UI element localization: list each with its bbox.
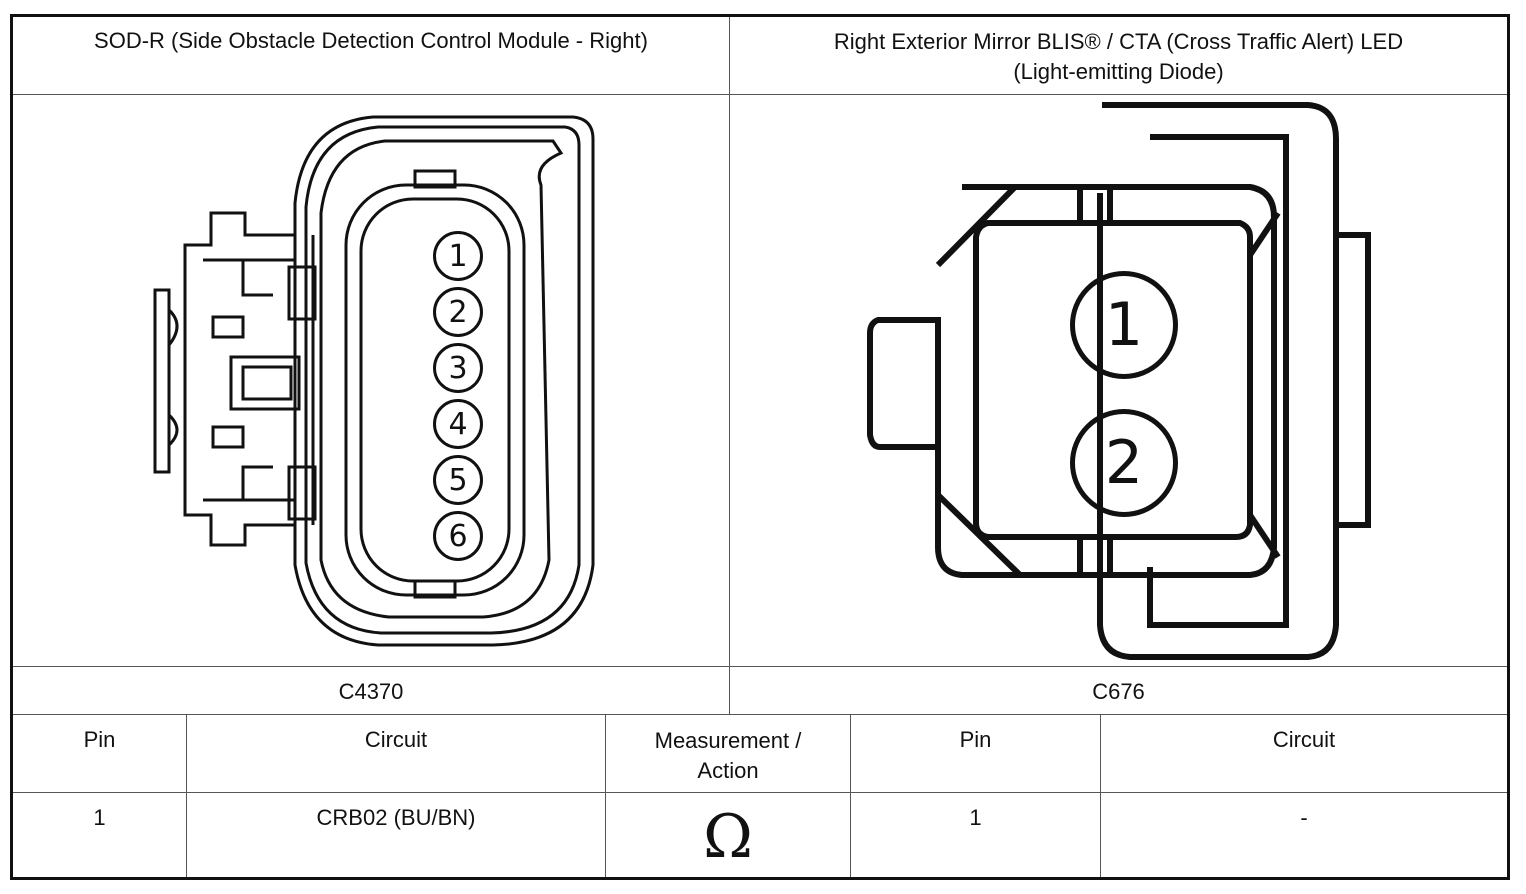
table-row-circuit-right: - (1101, 803, 1507, 863)
c4370-pin-3-label: 3 (448, 350, 468, 386)
table-row-pin-left: 1 (13, 803, 186, 863)
row-circuit-left-text: CRB02 (BU/BN) (316, 805, 476, 830)
c4370-pin-4-label: 4 (448, 406, 468, 442)
table-row-pin-right: 1 (851, 803, 1100, 863)
table-row-circuit-left: CRB02 (BU/BN) (187, 803, 605, 863)
connector-table: SOD-R (Side Obstacle Detection Control M… (10, 14, 1510, 880)
divider-table-header (13, 792, 1507, 793)
header-measurement-line1: Measurement / (654, 728, 802, 753)
right-title-line2: (Light-emitting Diode) (1013, 59, 1224, 84)
ohm-symbol: Ω (703, 802, 753, 872)
connector-c4370-drawing: 1 2 3 4 5 6 (13, 95, 729, 666)
ohm-icon: Ω (606, 807, 850, 873)
divider-vertical-main (729, 17, 730, 715)
c4370-pin-1: 1 (433, 231, 483, 281)
connector-c676-drawing: 1 2 (730, 95, 1507, 666)
c4370-pin-6: 6 (433, 511, 483, 561)
c676-pin-2-label: 2 (1104, 428, 1144, 498)
divider-drawings (13, 666, 1507, 667)
row-circuit-right-text: - (1300, 805, 1308, 830)
header-pin-left: Pin (13, 725, 186, 785)
divider-col1 (186, 715, 187, 877)
header-measurement-line2: Action (697, 758, 759, 783)
right-connector-id-text: C676 (1092, 679, 1145, 704)
c4370-pin-5-label: 5 (448, 462, 468, 498)
header-pin-left-text: Pin (83, 727, 116, 752)
header-circuit-right-text: Circuit (1272, 727, 1336, 752)
divider-col4 (1100, 715, 1101, 877)
left-connector-id: C4370 (13, 677, 729, 707)
header-circuit-left-text: Circuit (364, 727, 428, 752)
left-connector-id-text: C4370 (338, 679, 404, 704)
divider-col3 (850, 715, 851, 877)
c4370-pin-1-label: 1 (448, 238, 468, 274)
left-connector-title: SOD-R (Side Obstacle Detection Control M… (13, 26, 729, 86)
right-title-line1: Right Exterior Mirror BLIS® / CTA (Cross… (833, 29, 1404, 54)
header-pin-right-text: Pin (959, 727, 992, 752)
header-pin-right: Pin (851, 725, 1100, 785)
header-circuit-right: Circuit (1101, 725, 1507, 785)
c676-pin-1: 1 (1070, 271, 1178, 379)
c4370-pin-3: 3 (433, 343, 483, 393)
right-connector-title: Right Exterior Mirror BLIS® / CTA (Cross… (730, 26, 1507, 88)
c676-pin-2: 2 (1070, 409, 1178, 517)
row-pin-left-text: 1 (93, 805, 106, 830)
left-connector-title-text: SOD-R (Side Obstacle Detection Control M… (94, 28, 648, 53)
header-circuit-left: Circuit (187, 725, 605, 785)
divider-header (13, 94, 1507, 95)
divider-connector-ids (13, 714, 1507, 715)
c4370-pin-5: 5 (433, 455, 483, 505)
c4370-pin-2-label: 2 (448, 294, 468, 330)
right-connector-id: C676 (730, 677, 1507, 707)
c4370-pin-4: 4 (433, 399, 483, 449)
c4370-pin-6-label: 6 (448, 518, 468, 554)
c4370-pin-2: 2 (433, 287, 483, 337)
divider-col2 (605, 715, 606, 877)
row-pin-right-text: 1 (969, 805, 982, 830)
header-measurement: Measurement / Action (606, 725, 850, 787)
c676-pin-1-label: 1 (1104, 290, 1144, 360)
